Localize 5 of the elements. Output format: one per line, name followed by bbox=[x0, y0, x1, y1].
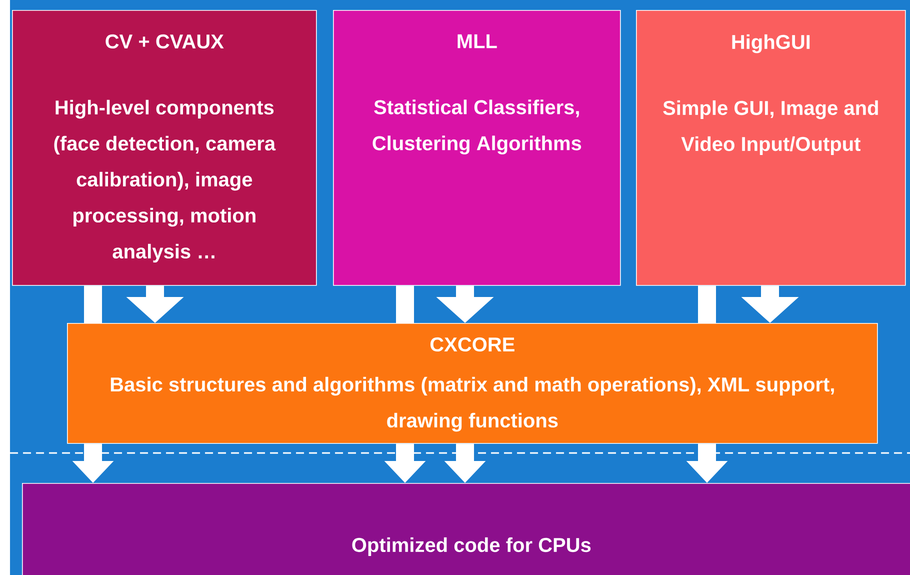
module-box: Optimized code for CPUs bbox=[22, 482, 910, 575]
module-box: HighGUI Simple GUI, Image and Video Input/Output bbox=[636, 10, 906, 286]
module-box: CXCORE Basic structures and algorithms (matrix and math operations), XML support, drawing functions bbox=[67, 322, 878, 444]
module-box: MLL Statistical Classifiers, Clustering Algorithms bbox=[333, 10, 621, 286]
module-box: CV + CVAUX High-level components (face detection, camera calibration), image processing, motion analysis … bbox=[12, 10, 317, 286]
